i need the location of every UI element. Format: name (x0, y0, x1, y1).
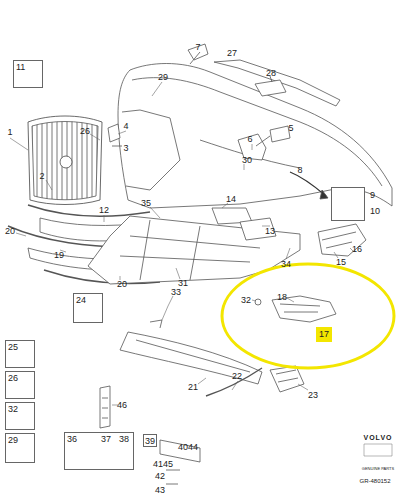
callout-number: 12 (99, 205, 109, 215)
callout-box: 24 (73, 293, 103, 323)
callout-number: 22 (232, 371, 242, 381)
callout-box: 29 (5, 433, 35, 463)
callout-number: 28 (266, 68, 276, 78)
callout-number: 32 (241, 295, 251, 305)
callout-number: 4044 (178, 442, 198, 452)
callout-number: 20 (117, 279, 127, 289)
callout-box: 39 (143, 434, 157, 447)
callout-number: 34 (281, 259, 291, 269)
callout-number: 46 (117, 400, 127, 410)
callout-box: 26 (5, 371, 35, 399)
callout-number: 16 (352, 244, 362, 254)
callout-number: 11 (16, 62, 25, 72)
brand-text: GENUINE PARTS (362, 464, 394, 474)
callout-number: 26 (8, 373, 18, 383)
callout-number: 18 (277, 292, 287, 302)
callout-number: 31 (178, 278, 188, 288)
callout-number: 38 (119, 434, 129, 444)
callout-number: 20 (5, 226, 15, 236)
callout-number: 43 (155, 485, 165, 495)
callout-number: 10 (370, 206, 380, 216)
callout-box: 37 38 36 (64, 432, 134, 470)
callout-number: 35 (141, 198, 151, 208)
callout-number: 36 (67, 434, 77, 444)
brand-text: GR-480152 (359, 476, 390, 486)
brand-text: VOLVO (364, 433, 393, 443)
callout-number: 4145 (153, 459, 173, 469)
callout-number: 4 (123, 121, 128, 131)
callout-number: 5 (288, 123, 293, 133)
callout-number: 29 (158, 72, 168, 82)
callout-box: 25 (5, 340, 35, 368)
callout-number: 26 (80, 126, 90, 136)
callout-number: 8 (297, 165, 302, 175)
callout-number: 1 (7, 127, 12, 137)
callout-number: 30 (242, 155, 252, 165)
callout-number: 32 (8, 404, 18, 414)
callout-number: 33 (171, 287, 181, 297)
callout-number: 19 (54, 250, 64, 260)
callout-number: 7 (195, 42, 200, 52)
callout-number: 2 (39, 171, 44, 181)
callout-number: 29 (8, 435, 18, 445)
callout-number: 17 (319, 329, 329, 339)
callout-number: 13 (265, 226, 275, 236)
callout-number: 21 (188, 382, 198, 392)
callout-number: 15 (336, 257, 346, 267)
callout-number: 39 (145, 436, 155, 446)
highlighted-callout: 17 (316, 327, 332, 342)
callout-box: 32 (5, 402, 35, 430)
callout-box: 11 (13, 60, 43, 88)
callout-box: 910 (331, 187, 365, 221)
callout-number: 42 (155, 471, 165, 481)
callout-number: 27 (227, 48, 237, 58)
callout-number: 6 (247, 134, 252, 144)
callout-number: 14 (226, 194, 236, 204)
callout-number: 23 (308, 390, 318, 400)
callout-number: 24 (76, 295, 86, 305)
callout-number: 25 (8, 342, 18, 352)
callout-number: 9 (370, 190, 375, 200)
callout-number: 3 (123, 143, 128, 153)
callout-number: 37 (101, 434, 111, 444)
